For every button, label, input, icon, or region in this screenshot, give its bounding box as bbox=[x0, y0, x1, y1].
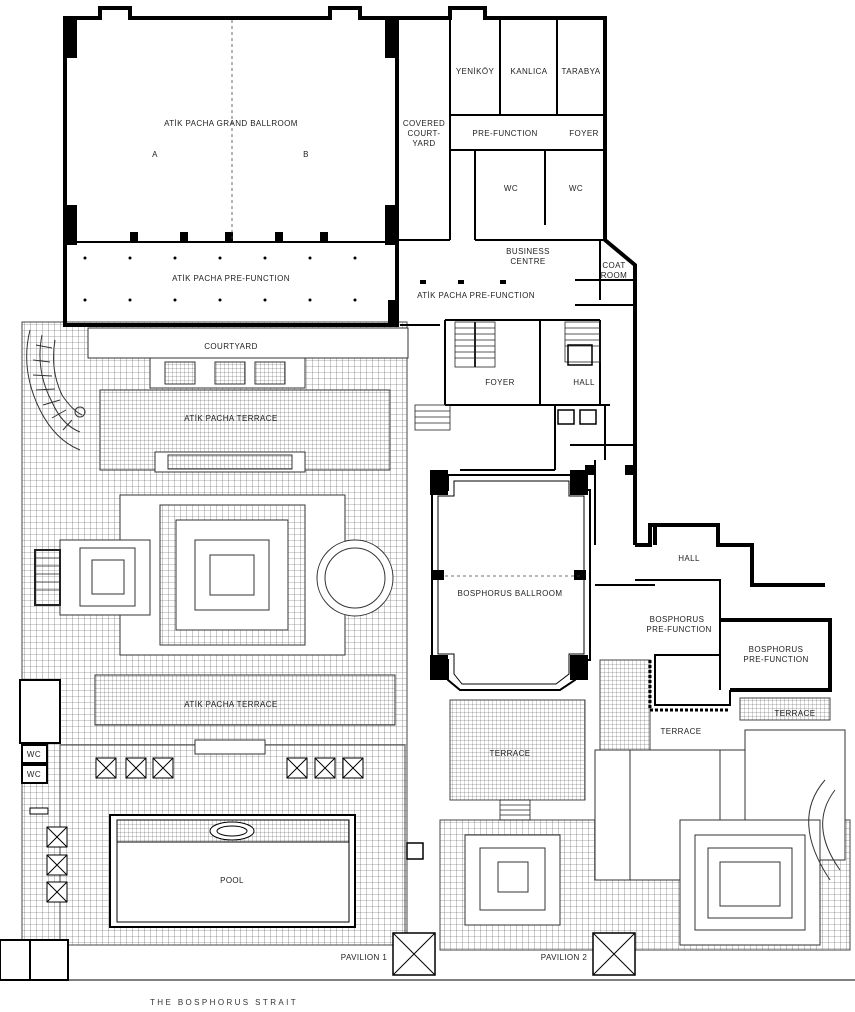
label-atik-pre-function-left: ATİK PACHA PRE-FUNCTION bbox=[172, 274, 290, 283]
pre-function-columns bbox=[83, 256, 506, 302]
label-bosphorus-pf-1b: PRE-FUNCTION bbox=[646, 625, 711, 634]
dashed-dividers bbox=[231, 20, 580, 577]
label-foyer-mid: FOYER bbox=[485, 378, 515, 387]
label-atik-pre-function-right: ATİK PACHA PRE-FUNCTION bbox=[417, 291, 535, 300]
bosphorus-pre-function-walls bbox=[635, 579, 830, 712]
lower-right-structures bbox=[464, 729, 846, 946]
label-wc-left-1: WC bbox=[27, 750, 41, 759]
label-wc-1: WC bbox=[504, 184, 518, 193]
label-kanlica: KANLICA bbox=[510, 67, 547, 76]
label-covered-courtyard-1: COVERED bbox=[403, 119, 445, 128]
bosphorus-ballroom-walls bbox=[431, 474, 591, 691]
label-bosphorus-ballroom: BOSPHORUS BALLROOM bbox=[457, 589, 562, 598]
label-covered-courtyard-2: COURT- bbox=[408, 129, 441, 138]
label-terrace-mid-right: TERRACE bbox=[660, 727, 701, 736]
label-wc-left-2: WC bbox=[27, 770, 41, 779]
label-hall-mid: HALL bbox=[573, 378, 595, 387]
label-business-centre-1: BUSINESS bbox=[506, 247, 550, 256]
label-terrace-right: TERRACE bbox=[774, 709, 815, 718]
staircases bbox=[34, 321, 746, 821]
label-bosphorus-pf-2a: BOSPHORUS bbox=[749, 645, 804, 654]
piers bbox=[65, 18, 635, 680]
pool-area bbox=[109, 814, 356, 928]
interior-walls bbox=[65, 18, 721, 690]
terrace-features bbox=[59, 327, 409, 755]
room-labels: ATİK PACHA GRAND BALLROOM A B YENİKÖY KA… bbox=[27, 67, 815, 962]
crossed-boxes bbox=[46, 757, 636, 976]
label-pool: POOL bbox=[220, 876, 244, 885]
bosphorus-strait-caption: THE BOSPHORUS STRAIT bbox=[150, 998, 299, 1007]
label-section-b: B bbox=[303, 150, 309, 159]
label-pavilion-2: PAVILION 2 bbox=[541, 953, 588, 962]
label-business-centre-2: CENTRE bbox=[510, 257, 545, 266]
left-structures bbox=[0, 679, 69, 981]
label-pavilion-1: PAVILION 1 bbox=[341, 953, 388, 962]
label-bosphorus-pf-1a: BOSPHORUS bbox=[650, 615, 705, 624]
label-atik-terrace-bottom: ATİK PACHA TERRACE bbox=[184, 700, 277, 709]
label-coat-room-2: ROOM bbox=[601, 271, 628, 280]
label-yenikoy: YENİKÖY bbox=[456, 67, 495, 76]
label-hall-right: HALL bbox=[678, 554, 700, 563]
label-bosphorus-pf-2b: PRE-FUNCTION bbox=[743, 655, 808, 664]
label-terrace-center: TERRACE bbox=[489, 749, 530, 758]
lifts bbox=[557, 344, 597, 425]
label-covered-courtyard-3: YARD bbox=[412, 139, 435, 148]
label-coat-room-1: COAT bbox=[602, 261, 625, 270]
label-tarabya: TARABYA bbox=[562, 67, 601, 76]
label-wc-2: WC bbox=[569, 184, 583, 193]
label-foyer-top: FOYER bbox=[569, 129, 599, 138]
label-pre-function-small: PRE-FUNCTION bbox=[472, 129, 537, 138]
label-section-a: A bbox=[152, 150, 158, 159]
spiral-staircase bbox=[26, 329, 86, 451]
label-courtyard: COURTYARD bbox=[204, 342, 258, 351]
label-grand-ballroom: ATİK PACHA GRAND BALLROOM bbox=[164, 119, 298, 128]
label-atik-terrace-top: ATİK PACHA TERRACE bbox=[184, 414, 277, 423]
